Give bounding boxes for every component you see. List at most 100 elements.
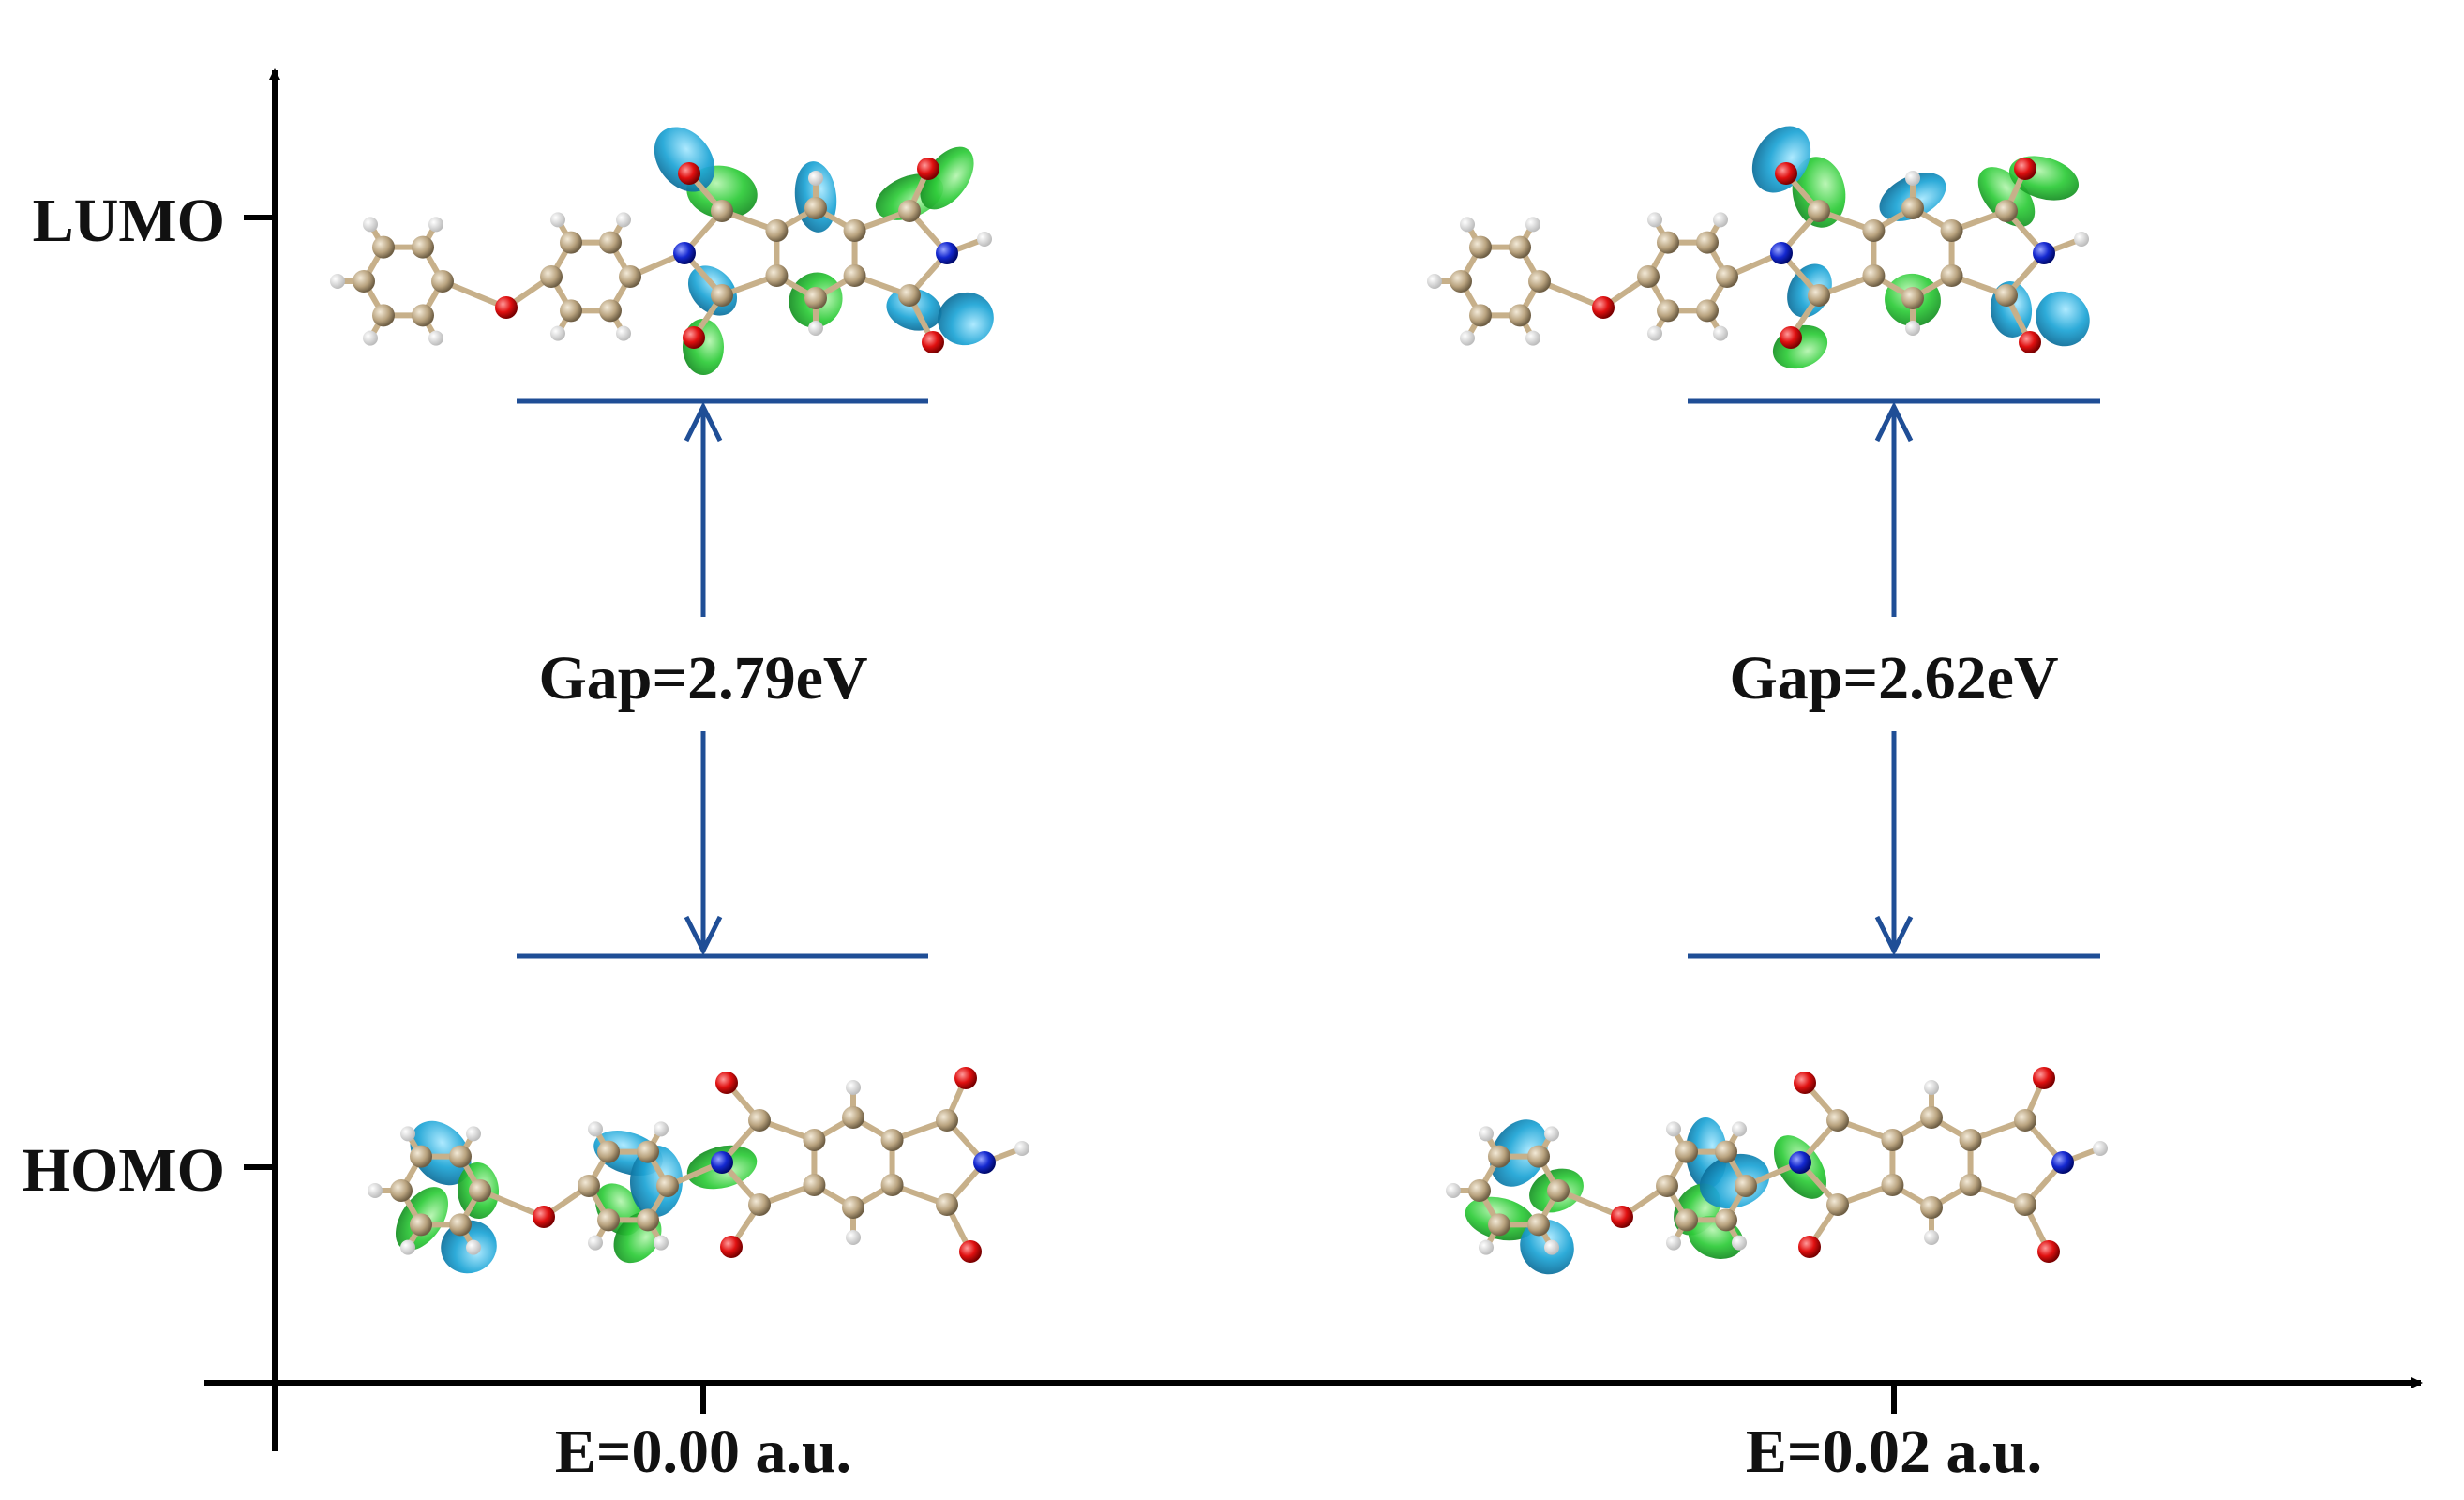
atom — [715, 1072, 738, 1094]
atom — [2074, 232, 2089, 247]
atom — [843, 219, 866, 242]
atom — [1901, 287, 1924, 309]
atom — [599, 299, 622, 322]
atom — [550, 325, 565, 341]
atom — [1995, 284, 2018, 307]
gap-arrowhead-down-state-1 — [684, 915, 723, 956]
atom — [1920, 1106, 1943, 1129]
atom — [1014, 1141, 1029, 1156]
atom — [619, 265, 641, 288]
gap-label-state-1: Gap=2.79eV — [538, 644, 867, 712]
atom — [540, 265, 563, 288]
atom — [1881, 1174, 1904, 1196]
atom — [1826, 1193, 1849, 1216]
atom — [1715, 1208, 1737, 1232]
x-label-state-1: E=0.00 a.u. — [555, 1418, 851, 1486]
x-label-state-2: E=0.02 a.u. — [1746, 1418, 2042, 1486]
atom — [846, 1230, 861, 1245]
atom — [353, 270, 375, 292]
atom — [803, 1174, 826, 1196]
atom — [936, 1109, 958, 1132]
lumo-orbital-state-1 — [330, 127, 994, 375]
atom — [720, 1236, 743, 1258]
atom — [846, 1080, 861, 1095]
atom — [1940, 264, 1963, 287]
atom — [1862, 264, 1886, 287]
atom — [363, 330, 378, 346]
lumo-orbital-state-2 — [1427, 126, 2090, 369]
negative-lobe — [410, 1120, 472, 1186]
atom — [550, 212, 565, 228]
gap-arrowhead-down-state-2 — [1874, 915, 1914, 956]
atom — [2019, 331, 2041, 353]
bond — [1555, 1188, 1625, 1220]
atom — [533, 1206, 555, 1228]
atom — [1901, 197, 1924, 219]
atom — [1657, 231, 1679, 254]
atom — [2014, 1193, 2036, 1216]
atom — [711, 1151, 733, 1174]
atom — [1808, 200, 1830, 222]
atom — [954, 1067, 977, 1089]
atom — [977, 232, 992, 247]
atom — [1713, 325, 1728, 341]
atom — [400, 1239, 415, 1255]
atom — [1666, 1235, 1681, 1251]
atom — [656, 1175, 679, 1197]
atom — [372, 235, 395, 259]
atom — [637, 1208, 659, 1232]
atom — [1525, 330, 1540, 346]
atom — [2014, 1109, 2036, 1132]
atom — [1905, 171, 1920, 186]
atom — [804, 197, 827, 219]
homo-orbital-state-2 — [1446, 1067, 2108, 1275]
atom — [330, 274, 345, 289]
atom — [1450, 270, 1472, 292]
atom — [1716, 265, 1738, 288]
bond — [440, 278, 509, 310]
atom — [372, 304, 395, 327]
atom — [936, 1193, 958, 1216]
atom — [1656, 1175, 1678, 1197]
atom — [428, 217, 443, 232]
atom — [1715, 1140, 1737, 1163]
atom — [1460, 330, 1475, 346]
atom — [616, 212, 631, 228]
atom — [1469, 235, 1492, 259]
y-label-lumo: LUMO — [33, 187, 225, 255]
atom — [428, 330, 443, 346]
levels-state-2 — [1688, 398, 2100, 959]
atom — [898, 284, 921, 307]
atom — [1780, 326, 1802, 349]
atom — [1794, 1072, 1816, 1094]
negative-lobe — [1490, 1119, 1548, 1187]
atom — [1713, 212, 1728, 228]
atom — [597, 1208, 620, 1232]
atom — [1924, 1230, 1939, 1245]
atom — [1675, 1208, 1698, 1232]
atom — [400, 1126, 415, 1142]
atom — [1460, 217, 1475, 232]
atom — [711, 200, 733, 222]
atom — [1637, 265, 1660, 288]
atom — [654, 1235, 669, 1251]
atom — [1696, 231, 1719, 254]
atom — [578, 1175, 600, 1197]
atom — [1666, 1121, 1681, 1137]
atom — [1735, 1175, 1757, 1197]
atom — [1696, 299, 1719, 322]
atom — [495, 296, 518, 319]
atom — [466, 1126, 481, 1142]
atom — [1924, 1080, 1939, 1095]
atom — [1920, 1196, 1943, 1219]
atom — [765, 264, 789, 287]
atom — [1527, 1213, 1550, 1237]
atom — [803, 1129, 826, 1151]
atom — [922, 331, 944, 353]
positive-lobe — [1792, 157, 1846, 228]
atom — [1479, 1239, 1494, 1255]
atom — [1798, 1236, 1821, 1258]
atom — [1789, 1151, 1811, 1174]
atom — [1509, 304, 1531, 327]
atom — [410, 1213, 432, 1237]
